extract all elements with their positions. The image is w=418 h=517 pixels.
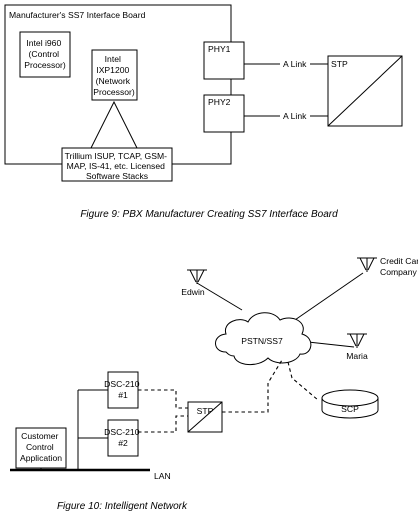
cloud-to-scp-link [287, 361, 319, 401]
control-processor-box [19, 31, 71, 78]
network-processor-box [91, 49, 138, 101]
phy2-label: PHY2 [208, 97, 231, 107]
processor-stack-connector [89, 100, 139, 151]
a-link-1-label: A Link [283, 59, 307, 69]
dsc-210-1-label: DSC-210 #1 [104, 379, 142, 400]
dsc2-to-stp-link [138, 415, 188, 433]
maria-label: Maria [346, 351, 368, 361]
edwin-label: Edwin [181, 287, 205, 297]
maria-antenna-icon [347, 333, 367, 348]
cloud-to-credit-card-line [291, 272, 364, 323]
customer-control-app-box [15, 427, 67, 469]
cloud-label: PSTN/SS7 [241, 336, 283, 346]
phy1-box [203, 41, 245, 80]
scp-label: SCP [341, 404, 359, 414]
control-processor-label: Intel i960 (Control Processor) [24, 38, 66, 70]
stp-box [327, 55, 403, 127]
pstn-cloud [215, 312, 312, 365]
dsc1-to-stp-link [138, 389, 188, 409]
credit-card-label: Credit Card Company [380, 256, 418, 277]
phy1-label: PHY1 [208, 44, 231, 54]
credit-card-antenna-icon [357, 257, 377, 272]
cloud-to-maria-line [307, 341, 355, 348]
lan-label: LAN [154, 471, 171, 481]
stp-diagonal [327, 55, 403, 127]
phy2-box [203, 94, 245, 133]
stp-label-2: STP [197, 406, 214, 416]
software-stacks-box [61, 147, 173, 182]
figure-10-caption: Figure 10: Intelligent Network [57, 501, 188, 512]
stp-to-cloud-link [222, 359, 283, 413]
software-stacks-label: Trillium ISUP, TCAP, GSM- MAP, IS-41, et… [65, 151, 170, 181]
a-link-2-label: A Link [283, 111, 307, 121]
stp-diagonal-2 [187, 401, 223, 433]
dsc-210-2-label: DSC-210 #2 [104, 427, 142, 448]
stp-label: STP [331, 59, 348, 69]
figure-10: PSTN/SS7 Credit Card Company Edwin Mar [10, 256, 418, 512]
network-processor-label: Intel IXP1200 (Network Processor) [93, 54, 135, 97]
figure-9: Manufacturer's SS7 Interface Board Intel… [4, 4, 403, 220]
dsc-210-1-box [107, 371, 139, 409]
scp-database: SCP [321, 389, 379, 419]
board-title: Manufacturer's SS7 Interface Board [9, 10, 146, 20]
customer-control-app-label: Customer Control Application [20, 431, 62, 463]
figure-9-caption: Figure 9: PBX Manufacturer Creating SS7 … [80, 209, 338, 220]
edwin-antenna-icon [187, 269, 207, 284]
cloud-to-edwin-line [196, 282, 243, 311]
